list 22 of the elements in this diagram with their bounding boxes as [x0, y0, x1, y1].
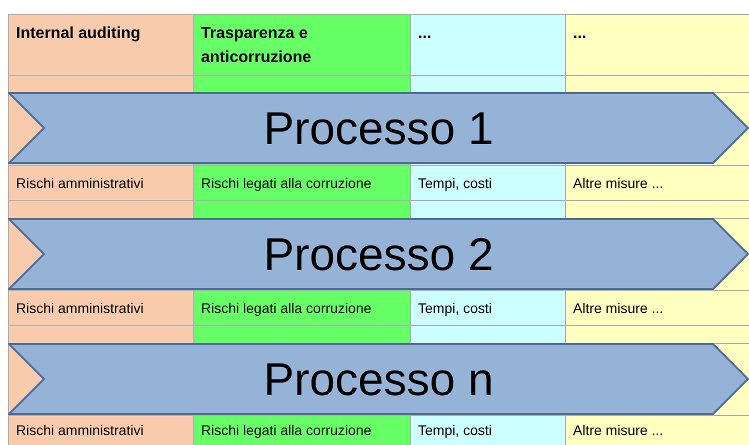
- risk-label: Altre misure ...: [573, 174, 664, 190]
- process-chevron: [8, 343, 749, 415]
- risk-label: Tempi, costi: [418, 300, 492, 316]
- risk-label: Rischi legati alla corruzione: [201, 422, 372, 438]
- process-chevron: [8, 92, 749, 164]
- column-header: Internal auditing: [16, 25, 140, 42]
- risk-label: Tempi, costi: [418, 422, 492, 438]
- column-header: ...: [573, 25, 586, 42]
- risk-label: Altre misure ...: [573, 300, 664, 316]
- risk-label: Rischi amministrativi: [16, 300, 144, 316]
- risk-label: Rischi amministrativi: [16, 174, 144, 190]
- process-title: Processo 1: [263, 101, 494, 155]
- risk-label: Rischi legati alla corruzione: [201, 300, 372, 316]
- risk-label: Rischi legati alla corruzione: [201, 174, 372, 190]
- process-title: Processo n: [263, 352, 494, 406]
- risk-label: Tempi, costi: [418, 174, 492, 190]
- column-header: ...: [418, 25, 432, 42]
- risk-label: Rischi amministrativi: [16, 422, 144, 438]
- column-header: Trasparenza e anticorruzione: [201, 25, 312, 66]
- risk-label: Altre misure ...: [573, 422, 664, 438]
- process-title: Processo 2: [263, 227, 494, 281]
- process-chevron: [8, 218, 749, 290]
